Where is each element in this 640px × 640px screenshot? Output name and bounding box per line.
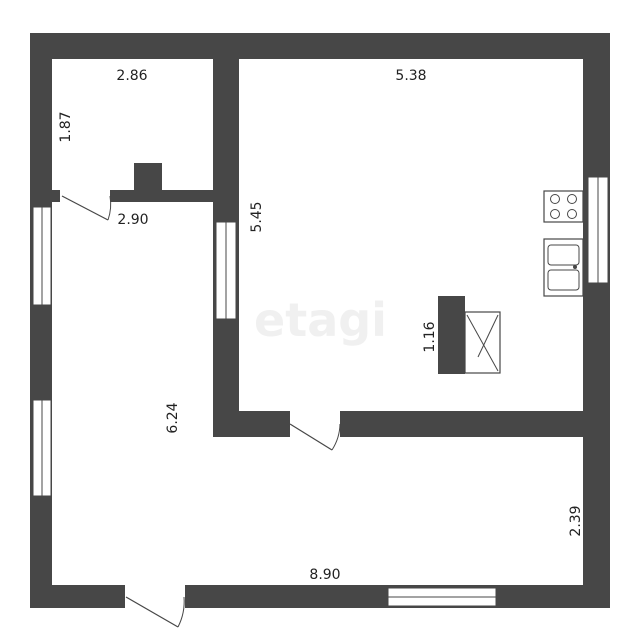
left-outer-wall [30,33,52,606]
main-room-door [289,423,341,451]
partition-window [215,221,237,320]
left-window-lower [32,399,52,497]
dim-storage-depth: 1.87 [58,111,74,142]
bottom-window [387,587,497,607]
sink-icon [543,238,584,297]
top-outer-wall [30,33,610,59]
bottom-outer-wall [30,585,610,608]
entrance-door [125,585,185,628]
dim-storage-width: 2.86 [116,68,147,84]
main-room-bottom-wall-left [213,411,290,437]
kitchen-island [438,296,501,374]
stove-icon [543,190,584,223]
storage-door [60,190,112,221]
main-room-bottom-wall-right [340,411,610,437]
left-window-upper [32,206,52,306]
dim-total-width: 8.90 [309,567,340,583]
right-window [587,176,609,284]
dim-left-room-depth: 6.24 [165,402,181,433]
dim-main-room-depth: 5.45 [249,201,265,232]
watermark: etagi [254,293,387,347]
storage-shaft-block [134,163,162,193]
dim-lower-room-depth: 2.39 [568,505,584,536]
dim-main-room-width: 5.38 [395,68,426,84]
right-outer-wall [583,33,610,608]
dim-island-length: 1.16 [422,321,438,352]
dim-hall-width: 2.90 [117,212,148,228]
interior-walls [52,33,610,437]
